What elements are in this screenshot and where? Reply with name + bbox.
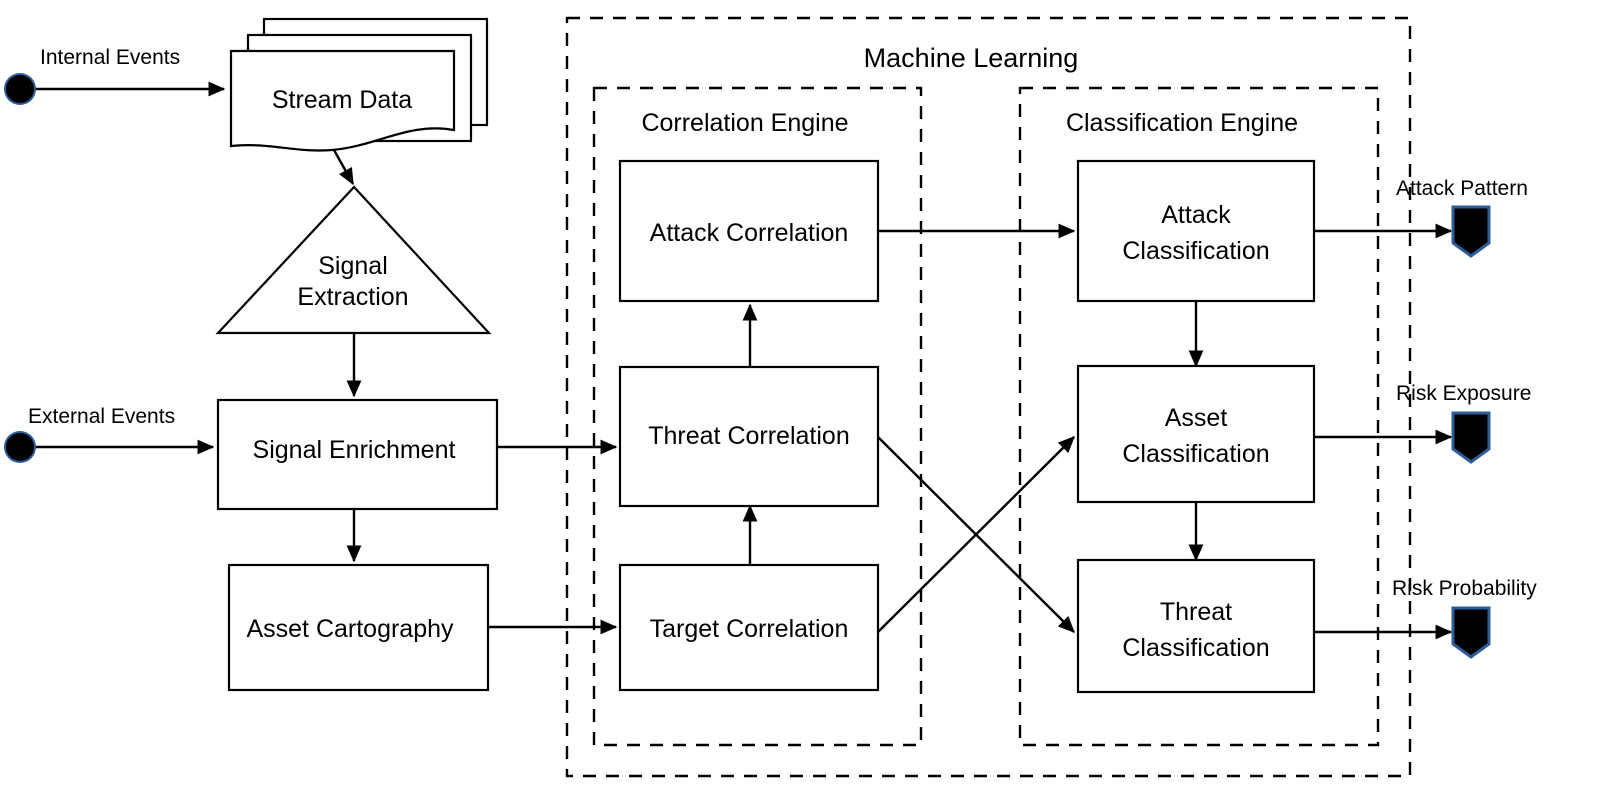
attack-correlation-box [618, 159, 880, 303]
start-node-internal-events[interactable] [4, 73, 36, 105]
threat-classification-label-line2: Classification [1122, 634, 1269, 662]
edge-stream-data-to-signal-extraction [332, 149, 355, 186]
node-target-correlation[interactable]: Target Correlation [618, 563, 880, 692]
signal-extraction-label-line1: Signal [318, 252, 388, 280]
target-correlation-box [618, 563, 880, 692]
asset-cartography-box [227, 563, 490, 692]
threat-correlation-box [618, 365, 880, 508]
label-risk-probability: Risk Probability [1392, 577, 1537, 600]
asset-classification-label-line1: Asset [1165, 404, 1228, 432]
label-attack-pattern: Attack Pattern [1396, 177, 1528, 200]
node-asset-cartography[interactable]: Asset Cartography [227, 563, 490, 692]
node-signal-extraction[interactable]: Signal Extraction [215, 185, 492, 335]
node-asset-classification[interactable]: Asset Classification [1076, 364, 1316, 504]
stream-data-layer-front [229, 49, 456, 152]
signal-enrichment-box [216, 398, 499, 511]
threat-classification-box [1076, 558, 1316, 694]
attack-classification-box [1076, 159, 1316, 303]
group-classification-engine-title: Classification Engine [1066, 109, 1298, 137]
asset-classification-box [1076, 364, 1316, 504]
node-attack-correlation[interactable]: Attack Correlation [618, 159, 880, 303]
node-stream-data[interactable]: Stream Data [229, 17, 489, 152]
label-risk-exposure: Risk Exposure [1396, 382, 1531, 405]
group-correlation-engine-border [592, 86, 923, 747]
attack-classification-label-line1: Attack [1161, 201, 1231, 229]
stream-data-label: Stream Data [272, 86, 412, 114]
group-correlation-engine-title: Correlation Engine [641, 109, 848, 137]
asset-cartography-label: Asset Cartography [246, 615, 454, 643]
label-external-events: External Events [28, 405, 175, 428]
label-internal-events: Internal Events [40, 46, 180, 69]
node-attack-classification[interactable]: Attack Classification [1076, 159, 1316, 303]
end-node-attack-pattern[interactable] [1451, 205, 1491, 258]
start-node-external-events[interactable] [4, 431, 36, 463]
attack-correlation-label: Attack Correlation [650, 219, 849, 247]
group-machine-learning-border [565, 16, 1412, 778]
node-threat-classification[interactable]: Threat Classification [1076, 558, 1316, 694]
threat-classification-label-line1: Threat [1160, 598, 1232, 626]
asset-classification-label-line2: Classification [1122, 440, 1269, 468]
signal-enrichment-label: Signal Enrichment [253, 436, 456, 464]
target-correlation-label: Target Correlation [650, 615, 849, 643]
signal-extraction-label-line2: Extraction [297, 283, 408, 311]
end-node-risk-probability[interactable] [1451, 606, 1491, 659]
attack-classification-label-line2: Classification [1122, 237, 1269, 265]
edge-target-correlation-to-asset-classification [877, 436, 1075, 633]
node-signal-enrichment[interactable]: Signal Enrichment [216, 398, 499, 511]
threat-correlation-label: Threat Correlation [648, 422, 849, 450]
signal-extraction-triangle [215, 185, 492, 335]
node-threat-correlation[interactable]: Threat Correlation [618, 365, 880, 508]
end-node-risk-exposure[interactable] [1451, 411, 1491, 464]
group-machine-learning-title: Machine Learning [864, 43, 1079, 73]
